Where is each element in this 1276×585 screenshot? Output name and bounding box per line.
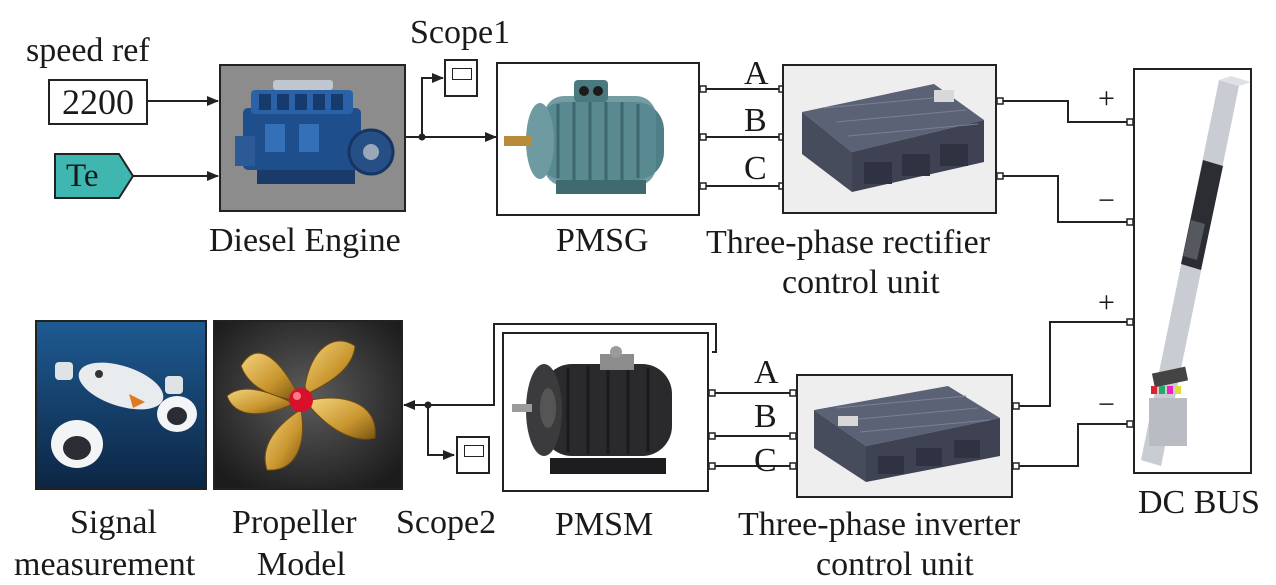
pmsg-motor-icon (498, 64, 698, 214)
propeller-label-line1: Propeller (232, 504, 357, 541)
wire-pmsm-propeller (403, 323, 717, 410)
scope-screen-icon (464, 445, 484, 457)
pmsm-label: PMSM (555, 506, 654, 543)
diesel-engine-label: Diesel Engine (209, 222, 401, 259)
wire-inv-plus (1016, 321, 1130, 407)
phase-a-bottom-label: A (754, 354, 779, 391)
scope2-block[interactable] (456, 436, 490, 474)
signal-measurement-block[interactable] (35, 320, 207, 490)
diesel-engine-icon (221, 66, 404, 210)
propeller-label-line2: Model (257, 546, 346, 583)
minus-mark-top: − (1098, 184, 1115, 217)
inverter-block[interactable] (796, 374, 1013, 498)
propeller-icon (215, 322, 401, 488)
plus-mark-bottom: + (1098, 286, 1115, 319)
pmsm-motor-icon (504, 334, 707, 490)
wire-inv-minus (1016, 423, 1130, 467)
pmsg-label: PMSG (556, 222, 649, 259)
scope2-label: Scope2 (396, 504, 497, 541)
dc-busbar-icon (1135, 70, 1250, 472)
phase-a-top-label: A (744, 55, 769, 92)
speed-ref-label: speed ref (26, 32, 150, 69)
scope-screen-icon (452, 68, 472, 80)
scope1-label: Scope1 (410, 14, 511, 51)
underwater-robot-icon (37, 322, 205, 488)
phase-c-bottom-label: C (754, 442, 777, 479)
dc-bus-block[interactable] (1133, 68, 1252, 474)
rectifier-unit-icon (784, 66, 995, 212)
inverter-unit-icon (798, 376, 1011, 496)
wire-scope1-branch (421, 73, 444, 137)
propeller-model-block[interactable] (213, 320, 403, 490)
scope1-block[interactable] (444, 59, 478, 97)
wire-rect-minus (1000, 175, 1130, 223)
speed-ref-constant[interactable]: 2200 (48, 79, 148, 125)
rectifier-block[interactable] (782, 64, 997, 214)
te-tag-label: Te (66, 158, 99, 194)
pmsm-block[interactable] (502, 332, 709, 492)
rectifier-label-line1: Three-phase rectifier (706, 224, 991, 261)
te-goto-tag[interactable] (53, 152, 137, 200)
phase-c-top-label: C (744, 150, 767, 187)
phase-b-bottom-label: B (754, 398, 777, 435)
plus-mark-top: + (1098, 82, 1115, 115)
signal-label-line1: Signal (70, 504, 157, 541)
minus-mark-bottom: − (1098, 388, 1115, 421)
pmsg-block[interactable] (496, 62, 700, 216)
inverter-label-line2: control unit (816, 546, 974, 583)
diesel-engine-block[interactable] (219, 64, 406, 212)
dc-bus-label: DC BUS (1138, 484, 1260, 521)
rectifier-label-line2: control unit (782, 264, 940, 301)
wire-rect-plus (1000, 100, 1130, 123)
wire-scope2-branch (427, 405, 455, 460)
signal-label-line2: measurement (14, 546, 196, 583)
inverter-label-line1: Three-phase inverter (738, 506, 1021, 543)
phase-b-top-label: B (744, 102, 767, 139)
